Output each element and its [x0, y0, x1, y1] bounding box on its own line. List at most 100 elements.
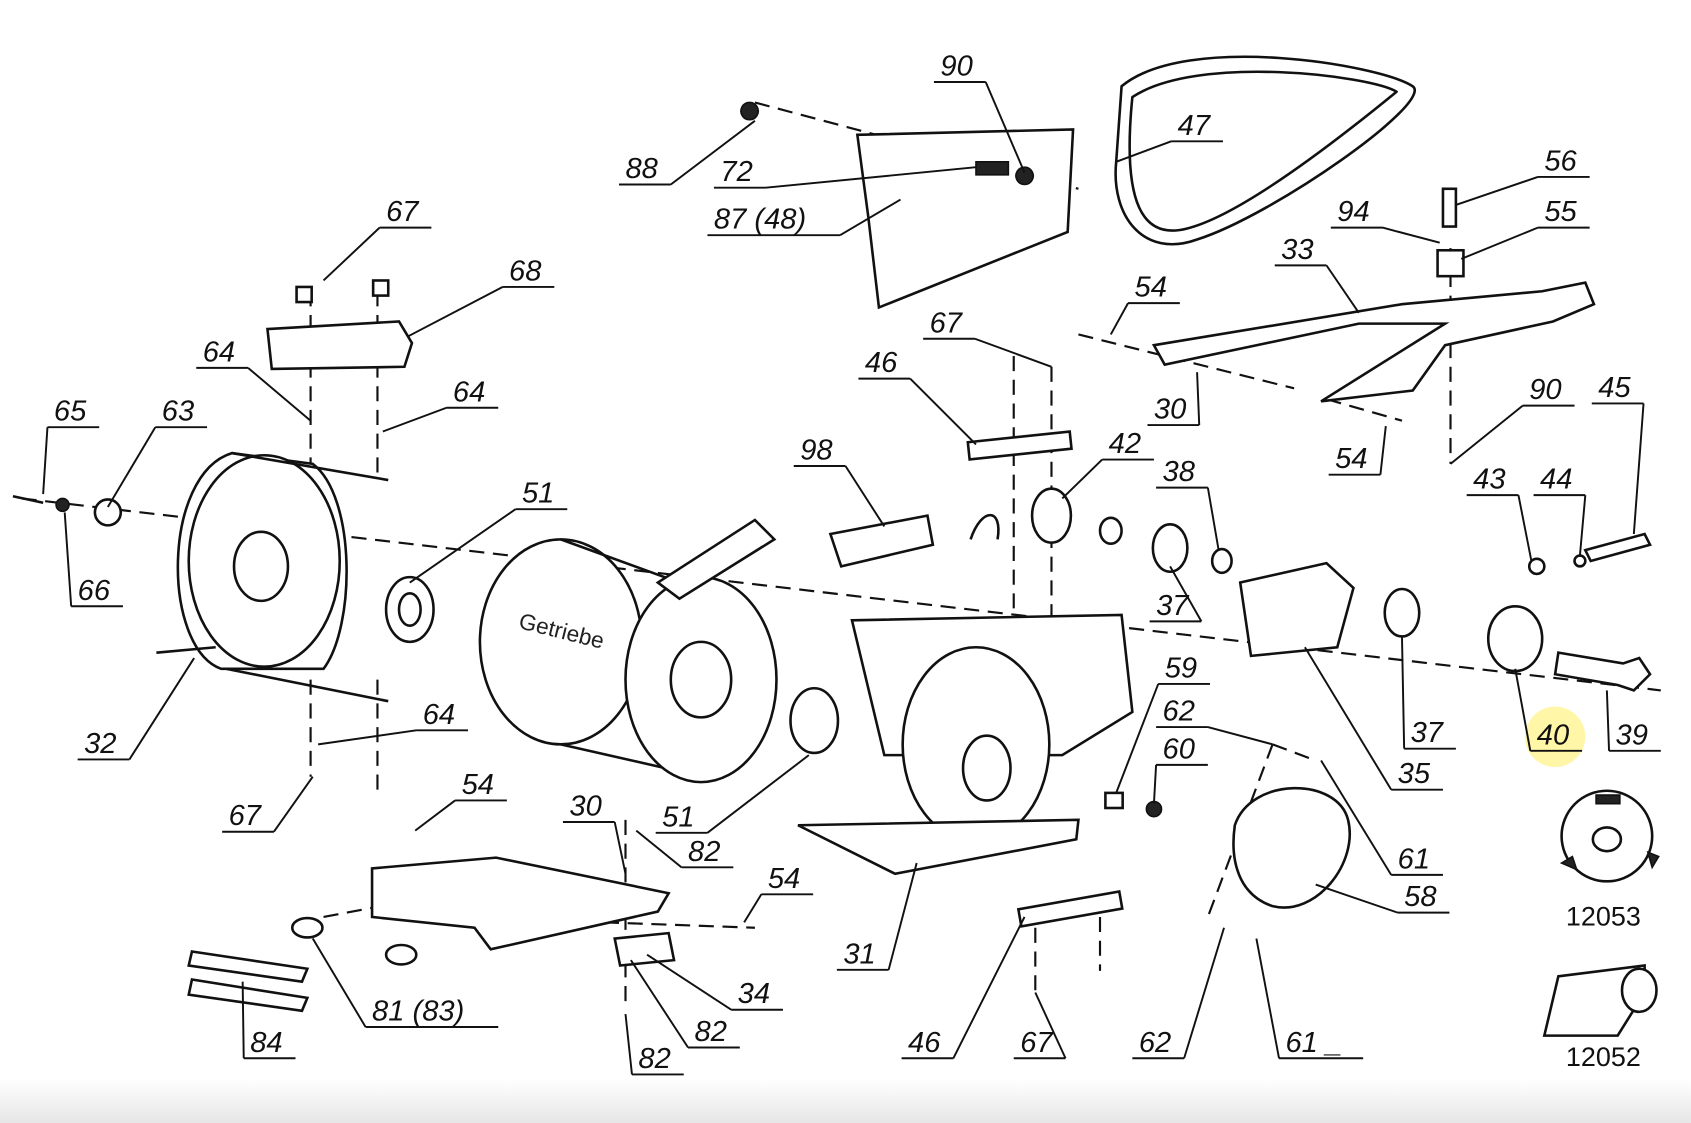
callout-number: 61 _	[1286, 1027, 1343, 1059]
callout-39: 39	[1605, 690, 1661, 752]
callout-number: 51	[662, 801, 694, 833]
leader-line	[1132, 927, 1225, 1060]
leader-line	[42, 426, 100, 495]
part-58-knob	[1232, 786, 1351, 909]
callout-number: 54	[768, 863, 800, 895]
callout-67: 67	[923, 307, 1052, 368]
callout-62: 62	[1156, 696, 1273, 746]
callout-number: 33	[1281, 234, 1313, 266]
leader-line	[635, 829, 734, 869]
callout-number: 59	[1165, 652, 1197, 684]
callout-72: 72	[713, 156, 977, 189]
callout-32: 32	[77, 657, 195, 761]
callout-number: 82	[688, 836, 720, 868]
callout-65: 65	[42, 396, 100, 495]
callout-number: 64	[453, 376, 485, 408]
callout-number: 54	[462, 769, 494, 801]
callout-55: 55	[1460, 196, 1590, 260]
leader-line	[1315, 883, 1450, 914]
leader-line	[196, 366, 312, 422]
callout-number: 82	[638, 1043, 670, 1075]
part-gearbox-drum: Getriebe	[478, 518, 778, 784]
callout-84: 84	[241, 981, 296, 1060]
callout-number: 88	[625, 153, 658, 185]
callout-64: 64	[196, 336, 312, 422]
callout-number: 34	[738, 978, 770, 1010]
callout-number: 37	[1156, 590, 1190, 622]
callout-59: 59	[1115, 652, 1211, 794]
callout-number: 55	[1544, 196, 1577, 228]
callout-51: 51	[655, 754, 810, 834]
callout-number: 62	[1163, 696, 1195, 728]
leader-line	[707, 198, 901, 237]
leader-line	[63, 512, 123, 608]
callout-number: 40	[1537, 719, 1569, 751]
part-87-cover	[855, 128, 1075, 310]
leader-line	[619, 120, 756, 186]
leader-line	[933, 81, 1026, 173]
leader-line	[241, 981, 296, 1060]
callout-38: 38	[1156, 456, 1220, 551]
callout-35: 35	[1304, 646, 1443, 791]
leader-line	[1533, 494, 1587, 556]
callout-66: 66	[63, 512, 123, 608]
callout-54: 54	[743, 863, 814, 923]
callout-47: 47	[1115, 110, 1223, 163]
callout-90: 90	[1449, 374, 1575, 465]
callout-number: 32	[84, 728, 116, 760]
callout-30: 30	[1147, 372, 1201, 427]
callout-number: 68	[509, 255, 542, 287]
callout-number: 51	[522, 478, 554, 510]
leader-line	[1156, 726, 1273, 746]
callout-64: 64	[382, 376, 499, 433]
callout-56: 56	[1455, 145, 1590, 206]
leader-line	[1304, 646, 1443, 791]
part-32-housing	[156, 451, 389, 703]
callout-number: 31	[843, 938, 875, 970]
part-39-bolt	[1553, 651, 1652, 692]
highlight-marker	[1524, 706, 1586, 768]
leader-line	[1152, 763, 1208, 804]
callout-88: 88	[619, 120, 756, 186]
callout-54: 54	[1328, 426, 1387, 476]
reference-part-12053-label: 12053	[1566, 902, 1641, 932]
leader-line	[414, 799, 507, 832]
bottom-bar	[0, 1079, 1691, 1123]
leader-line	[1320, 760, 1443, 876]
callout-63: 63	[107, 396, 208, 508]
leader-line	[1466, 494, 1533, 562]
part-33-lever	[1151, 281, 1596, 403]
callout-number: 54	[1135, 272, 1167, 304]
leader-line	[1591, 402, 1645, 535]
callout-number: 35	[1398, 758, 1431, 790]
part-35-housing	[1238, 561, 1355, 658]
leader-line	[1109, 302, 1180, 335]
leader-line	[655, 754, 810, 834]
leader-line	[858, 377, 977, 446]
leader-line	[1455, 175, 1590, 206]
callout-number: 67	[1020, 1027, 1054, 1059]
leader-line	[407, 285, 555, 338]
part-51-bearing	[384, 575, 435, 644]
leader-line	[382, 406, 499, 433]
callout-number: 37	[1411, 717, 1445, 749]
leader-line	[1115, 140, 1223, 163]
callout-number: 64	[423, 699, 455, 731]
callout-number: 61	[1398, 843, 1430, 875]
callout-number: 72	[720, 156, 752, 188]
leader-line	[409, 508, 568, 584]
callout-34: 34	[646, 953, 783, 1011]
callout-number: 47	[1178, 110, 1212, 142]
reference-part-12052-label: 12052	[1566, 1042, 1641, 1072]
reference-part-12052: 12052	[1542, 964, 1658, 1072]
callout-number: 42	[1109, 428, 1141, 460]
callout-number: 45	[1598, 372, 1631, 404]
callout-90: 90	[933, 51, 1026, 173]
leader-line	[1061, 458, 1154, 500]
callout-number: 82	[695, 1016, 727, 1048]
part-40-hub	[1486, 604, 1544, 673]
leader-line	[311, 938, 499, 1028]
leader-line	[624, 1013, 684, 1076]
leader-line	[1156, 486, 1220, 551]
